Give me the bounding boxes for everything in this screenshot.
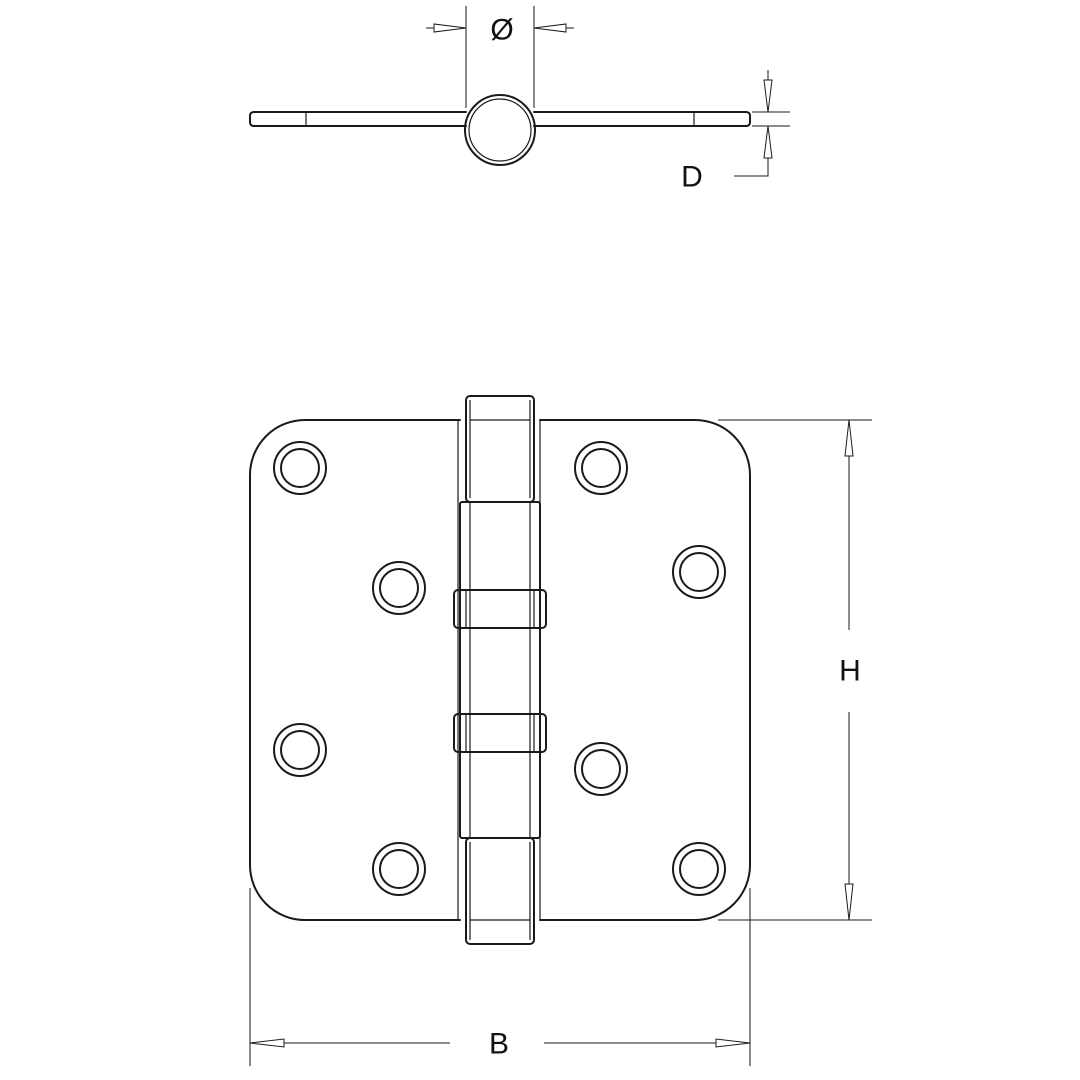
knuckle-middle [459,501,541,839]
thickness-leader-bottom [734,126,769,177]
right-leaf [539,419,751,921]
bearing-ring-lower [453,713,547,753]
diameter-arrow-left [433,23,467,33]
right-leaf-profile [533,111,751,127]
screw-hole [273,441,327,495]
screw-hole [372,561,426,615]
height-arrow-bottom [844,883,854,921]
knuckle-bottom [465,837,535,945]
thickness-arrow-bottom [763,125,773,159]
thickness-arrow-top [763,79,773,113]
knuckle-outer [464,94,536,166]
left-leaf-profile [249,111,467,127]
screw-hole [574,441,628,495]
screw-hole [672,842,726,896]
height-label: H [839,655,861,688]
width-arrow-right [715,1038,751,1048]
knuckle-top [465,395,535,503]
height-arrow-top [844,419,854,457]
left-leaf [249,419,461,921]
bearing-ring-upper [453,589,547,629]
width-label: B [489,1028,509,1061]
screw-hole [672,545,726,599]
front-view: H B [249,395,872,1066]
screw-hole [574,742,628,796]
screw-hole [372,842,426,896]
thickness-label: D [681,161,703,194]
screw-hole [273,723,327,777]
diameter-label: Ø [490,14,513,47]
width-arrow-left [249,1038,285,1048]
diameter-arrow-right [533,23,567,33]
knuckle-inner [468,98,532,162]
top-view: Ø D [249,6,790,194]
